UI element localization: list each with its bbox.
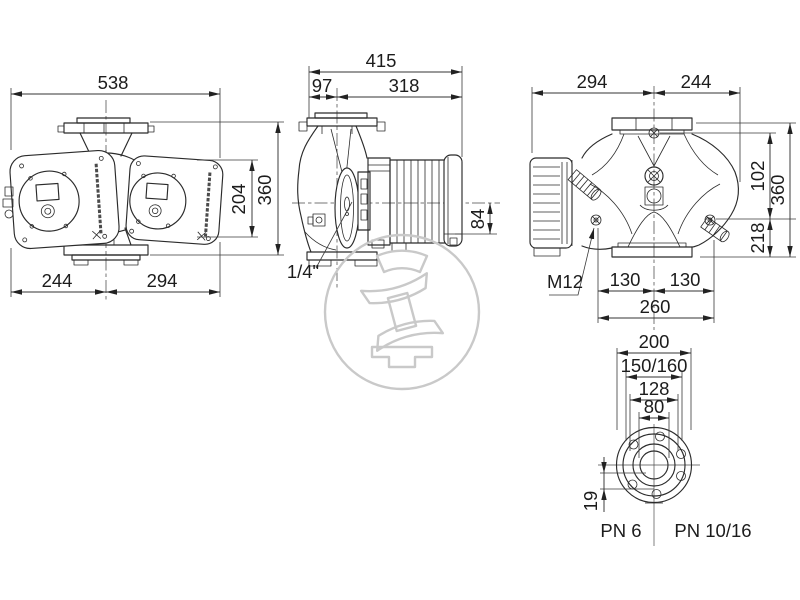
dim-rear-total-height: 360 <box>767 175 788 206</box>
label-pn-left: PN 6 <box>600 520 641 541</box>
dim-side-rear-length: 318 <box>389 75 420 96</box>
dim-rear-lower: 218 <box>747 223 768 254</box>
dim-flange-inner: 128 <box>639 378 670 399</box>
dim-flange-hole-offset: 19 <box>580 491 601 512</box>
front-view-art <box>2 117 224 266</box>
right-motor-head <box>125 155 224 245</box>
dim-rear-hole-span: 260 <box>640 296 671 317</box>
dim-side-front-length: 97 <box>312 75 333 96</box>
dim-front-total-width: 538 <box>98 72 129 93</box>
label-pn-right: PN 10/16 <box>674 520 751 541</box>
dim-rear-hole-right: 130 <box>670 269 701 290</box>
dim-flange-bore: 80 <box>644 396 665 417</box>
side-view-art <box>297 112 463 269</box>
vent-plug <box>567 169 602 201</box>
dim-front-head-height: 204 <box>228 184 249 215</box>
centerlines <box>105 86 700 546</box>
dim-front-right-offset: 294 <box>147 270 178 291</box>
left-motor-head <box>9 149 120 250</box>
dim-rear-upper: 102 <box>747 161 768 192</box>
flange-view-art <box>615 426 693 504</box>
left-head-brand-text <box>94 163 103 234</box>
left-head-display <box>35 182 60 202</box>
right-head-display <box>145 182 169 201</box>
dim-rear-hole-left: 130 <box>610 269 641 290</box>
label-drain-plug: 1/4" <box>287 261 319 282</box>
side-valve <box>700 216 730 243</box>
label-bolt-size: M12 <box>547 271 583 292</box>
dim-rear-left-width: 294 <box>577 71 608 92</box>
dimension-labels: 538 244 294 360 204 415 97 318 84 1/4" 2… <box>42 50 788 541</box>
dim-front-total-height: 360 <box>254 175 275 206</box>
watermark-logo <box>323 233 481 391</box>
dim-flange-outer: 200 <box>639 331 670 352</box>
dim-rear-right-width: 244 <box>681 71 712 92</box>
dim-flange-bolt-circle: 150/160 <box>621 355 688 376</box>
dimension-lines <box>10 66 796 512</box>
dim-side-total-length: 415 <box>366 50 397 71</box>
dim-side-axis-height: 84 <box>467 209 488 230</box>
rear-view-art <box>529 117 740 296</box>
right-head-brand-text <box>203 172 212 237</box>
dim-front-left-offset: 244 <box>42 270 73 291</box>
